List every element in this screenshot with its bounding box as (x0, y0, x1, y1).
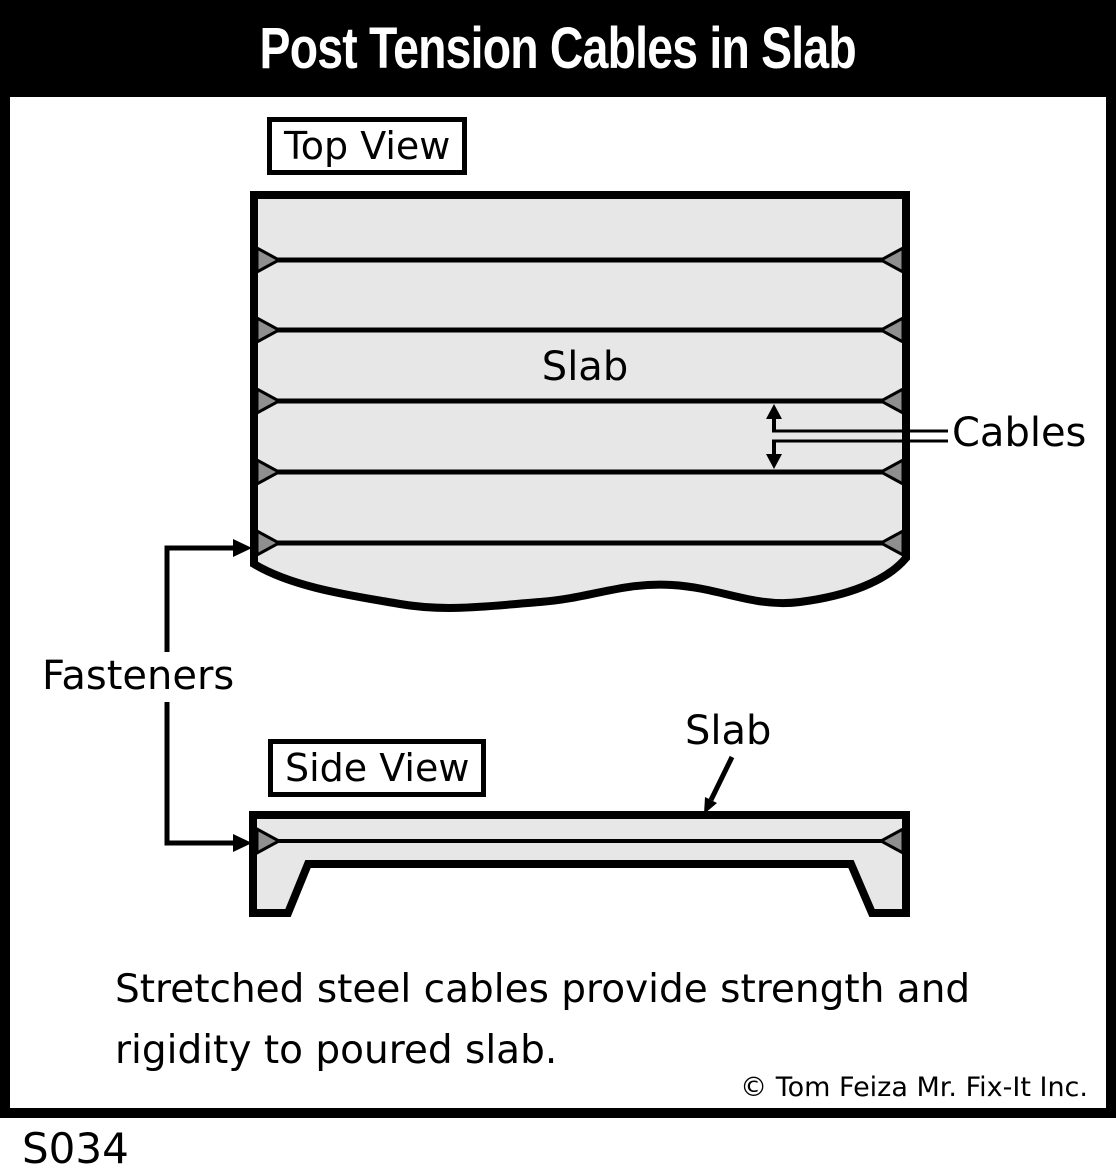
side-view-slab-shape (249, 811, 910, 917)
arrow-down-left-icon (704, 797, 717, 814)
slab-leader-line (708, 755, 735, 802)
arrow-up-icon (766, 404, 782, 419)
arrow-right-icon (233, 539, 252, 557)
fasteners-callout (164, 539, 252, 852)
cables-label: Cables (952, 410, 1087, 456)
arrow-right-icon (233, 834, 252, 852)
fasteners-leader-top (164, 545, 235, 652)
top-view-label: Top View (267, 117, 468, 175)
title-bar: Post Tension Cables in Slab (0, 0, 1116, 97)
side-view-label: Side View (268, 739, 487, 797)
figure-code: S034 (22, 1124, 129, 1170)
arrow-down-icon (766, 454, 782, 469)
top-view-slab-label: Slab (541, 344, 629, 390)
fasteners-label: Fasteners (42, 653, 235, 699)
copyright-text: © Tom Feiza Mr. Fix-It Inc. (740, 1072, 1088, 1103)
caption-line-1: Stretched steel cables provide strength … (115, 967, 971, 1012)
fasteners-leader-bottom (164, 702, 235, 846)
cables-callout (766, 404, 948, 469)
side-view-slab-label: Slab (685, 708, 772, 754)
side-view-diagram (249, 755, 910, 917)
caption-line-2: rigidity to poured slab. (115, 1028, 558, 1073)
page-title: Post Tension Cables in Slab (259, 16, 857, 81)
top-view-diagram (250, 191, 910, 612)
